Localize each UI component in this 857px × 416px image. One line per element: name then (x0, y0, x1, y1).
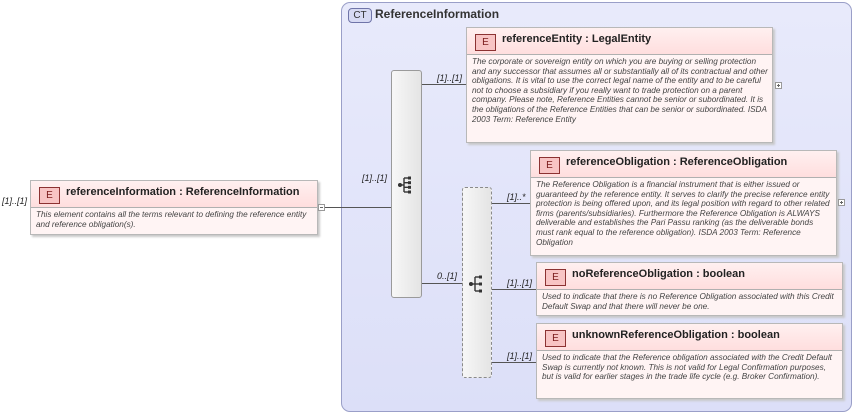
element-multiplicity: [1]..[1] (507, 351, 533, 361)
element-header (467, 28, 772, 55)
element-name: referenceObligation : ReferenceObligatio… (566, 156, 788, 168)
expand-icon[interactable] (775, 82, 782, 89)
element-badge: E (545, 269, 566, 286)
element-badge: E (39, 187, 60, 204)
element-doc: The corporate or sovereign entity on whi… (472, 57, 768, 124)
element-header (537, 263, 842, 290)
collapse-icon[interactable] (318, 204, 325, 211)
element-multiplicity: [1]..[1] (507, 278, 533, 288)
element-box-reference-obligation[interactable]: E referenceObligation : ReferenceObligat… (530, 150, 837, 256)
element-badge: E (545, 330, 566, 347)
root-element-header (31, 181, 317, 208)
sequence-icon (398, 176, 411, 194)
connector-line (325, 207, 391, 208)
root-element-name: referenceInformation : ReferenceInformat… (66, 186, 300, 198)
element-header (531, 151, 836, 178)
element-box-no-reference-obligation[interactable]: E noReferenceObligation : boolean Used t… (536, 262, 843, 316)
root-multiplicity: [1]..[1] (2, 196, 28, 206)
element-badge: E (539, 157, 560, 174)
element-multiplicity: [1]..[1] (437, 73, 463, 83)
choice-compositor[interactable] (462, 187, 492, 378)
connector-line (492, 289, 536, 290)
connector-line (492, 203, 530, 204)
element-name: referenceEntity : LegalEntity (502, 33, 652, 45)
element-doc: The Reference Obligation is a financial … (536, 180, 830, 247)
connector-line (422, 283, 462, 284)
element-doc: Used to indicate that the Reference obli… (542, 353, 832, 382)
complex-type-badge: CT (348, 8, 372, 23)
element-name: noReferenceObligation : boolean (572, 268, 745, 280)
complex-type-title: ReferenceInformation (375, 7, 500, 21)
element-box-reference-entity[interactable]: E referenceEntity : LegalEntity The corp… (466, 27, 773, 143)
sequence-multiplicity: [1]..[1] (362, 173, 388, 183)
expand-icon[interactable] (838, 199, 845, 206)
element-header (537, 324, 842, 351)
element-name: unknownReferenceObligation : boolean (572, 329, 780, 341)
choice-multiplicity: 0..[1] (437, 271, 458, 281)
choice-icon (469, 275, 482, 293)
root-element-box[interactable]: E referenceInformation : ReferenceInform… (30, 180, 318, 235)
root-element-doc: This element contains all the terms rele… (36, 210, 307, 229)
element-multiplicity: [1]..* (507, 192, 526, 202)
sequence-compositor[interactable] (391, 70, 422, 298)
connector-line (492, 362, 536, 363)
element-doc: Used to indicate that there is no Refere… (542, 292, 834, 311)
element-box-unknown-reference-obligation[interactable]: E unknownReferenceObligation : boolean U… (536, 323, 843, 399)
element-badge: E (475, 34, 496, 51)
connector-line (422, 84, 466, 85)
